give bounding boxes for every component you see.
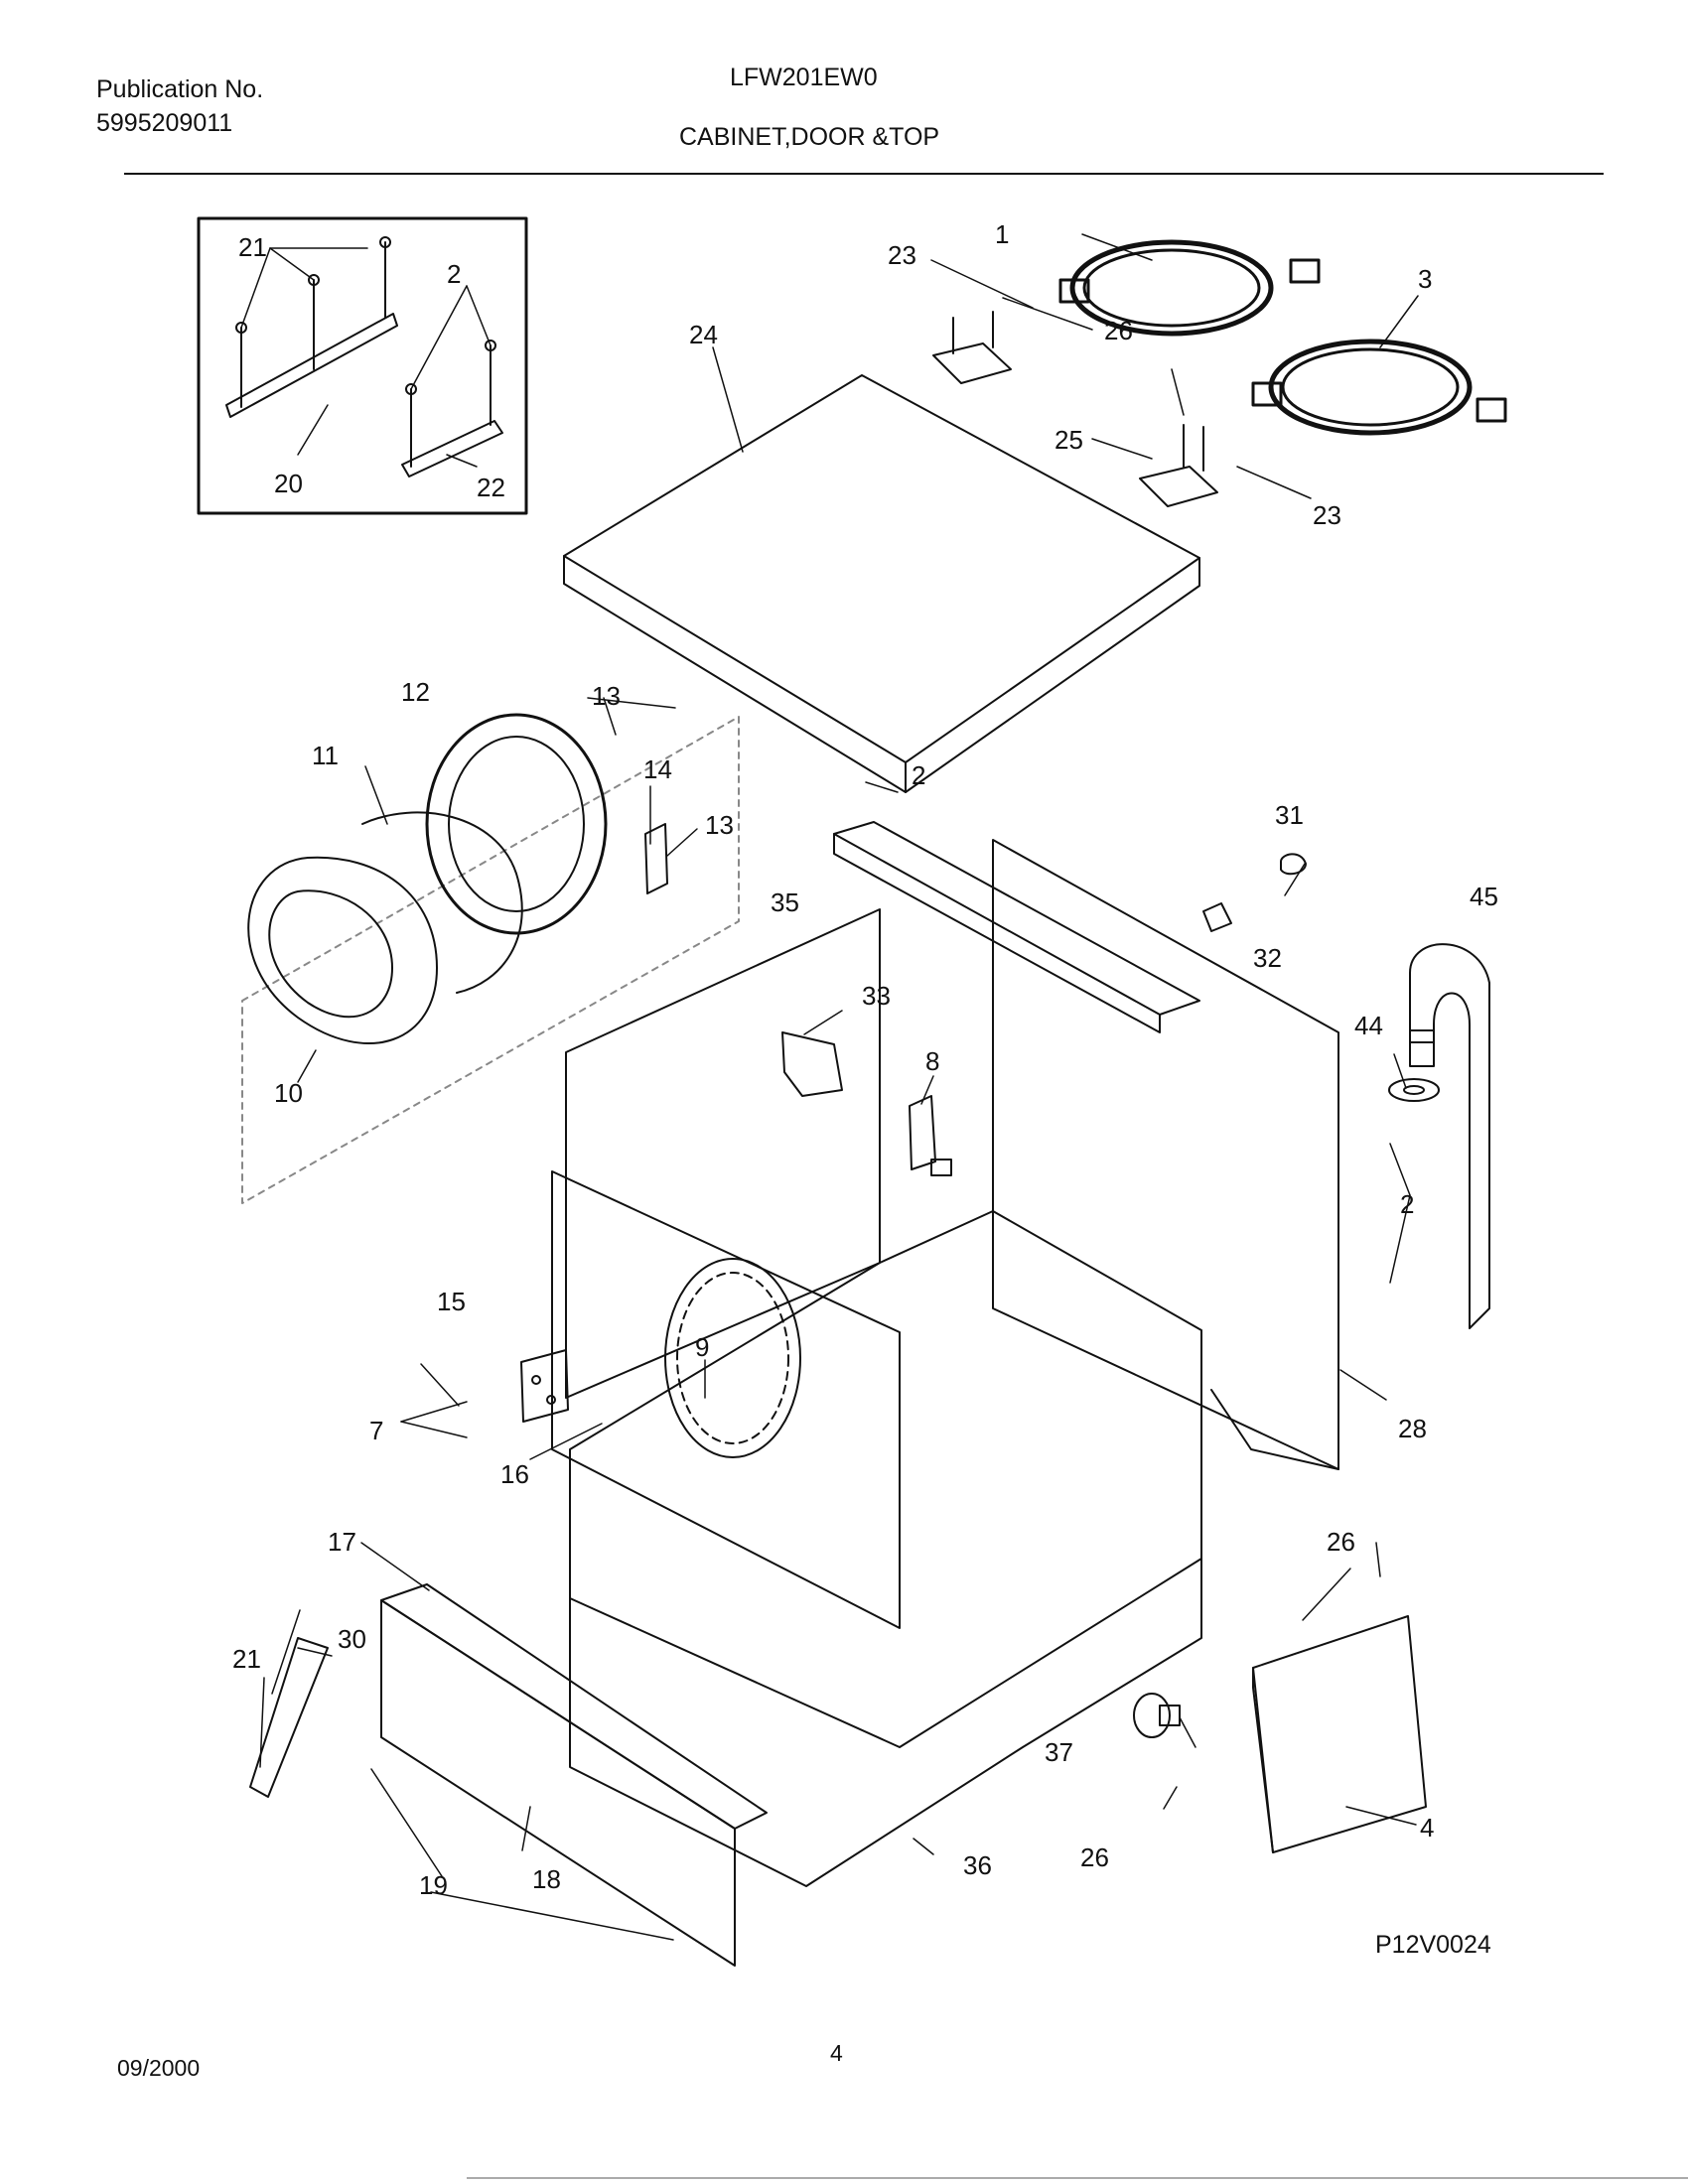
callout-23-right: 23 — [1313, 500, 1341, 530]
front-top-bracket — [833, 821, 1200, 1033]
callout-26-right: 26 — [1327, 1527, 1355, 1557]
rear-cover — [1252, 1615, 1427, 1853]
door-assembly — [241, 713, 740, 1204]
callout-11: 11 — [312, 741, 339, 770]
callout-7: 7 — [369, 1416, 383, 1445]
component-31 — [1280, 853, 1307, 876]
callout-15: 15 — [437, 1287, 466, 1316]
section-title: CABINET,DOOR &TOP — [679, 123, 940, 151]
lower-front-panel — [380, 1583, 768, 1967]
callout-12: 12 — [401, 677, 430, 707]
drain-hose — [1388, 943, 1490, 1329]
callout-32: 32 — [1253, 943, 1282, 973]
model-number: LFW201EW0 — [730, 64, 878, 91]
pressure-switch — [781, 1031, 843, 1097]
callout-21-inset: 21 — [238, 232, 267, 262]
publication-label: Publication No. — [96, 75, 264, 103]
footer-date: 09/2000 — [117, 2055, 201, 2081]
callout-37: 37 — [1045, 1737, 1073, 1767]
top-bracket-rear — [932, 311, 1012, 384]
inset-box — [197, 216, 528, 515]
callout-2-top: 2 — [912, 760, 925, 790]
top-bracket-front — [1139, 424, 1218, 507]
callout-25: 25 — [1055, 425, 1083, 455]
side-trim — [249, 1637, 329, 1798]
top-panel — [563, 374, 1200, 793]
callout-18: 18 — [532, 1864, 561, 1894]
callout-35: 35 — [771, 887, 799, 917]
callout-31: 31 — [1275, 800, 1304, 830]
callout-2-inset: 2 — [447, 259, 461, 289]
leader-lines — [240, 233, 1419, 1941]
callout-36: 36 — [963, 1850, 992, 1880]
header-rule — [124, 173, 1604, 175]
callout-10: 10 — [274, 1078, 303, 1108]
callout-24: 24 — [689, 320, 718, 349]
callout-16: 16 — [500, 1459, 529, 1489]
hinge — [520, 1349, 569, 1423]
door-lock — [909, 1095, 952, 1176]
callout-14: 14 — [643, 754, 672, 784]
callout-8: 8 — [925, 1046, 939, 1076]
callout-20: 20 — [274, 469, 303, 498]
callout-21-bottom: 21 — [232, 1644, 261, 1674]
callout-2-side: 2 — [1400, 1189, 1414, 1219]
callout-22: 22 — [477, 473, 505, 502]
callout-9: 9 — [695, 1332, 709, 1362]
component-32 — [1202, 902, 1232, 932]
inlet-hose-1 — [1058, 239, 1321, 337]
callout-17: 17 — [328, 1527, 356, 1557]
callout-labels: 1 2 2 2 3 4 7 8 9 10 11 12 13 13 14 15 1… — [232, 219, 1498, 1900]
cabinet-body — [551, 839, 1339, 1887]
callout-33: 33 — [862, 981, 891, 1011]
callout-23-top: 23 — [888, 240, 916, 270]
callout-30: 30 — [338, 1624, 366, 1654]
inlet-hose-3 — [1251, 339, 1507, 436]
callout-13-side: 13 — [705, 810, 734, 840]
figure-code: P12V0024 — [1375, 1931, 1491, 1959]
callout-26-bottom: 26 — [1080, 1843, 1109, 1872]
callout-28: 28 — [1398, 1414, 1427, 1443]
page-number: 4 — [830, 2040, 843, 2066]
callout-1: 1 — [995, 219, 1009, 249]
callout-4: 4 — [1420, 1813, 1434, 1843]
callout-13-top: 13 — [592, 681, 621, 711]
pump-motor — [1133, 1693, 1181, 1738]
scan-edge-line — [467, 2177, 1688, 2179]
callout-3: 3 — [1418, 264, 1432, 294]
callout-19: 19 — [419, 1870, 448, 1900]
publication-number: 5995209011 — [96, 109, 233, 137]
callout-26-top: 26 — [1104, 316, 1133, 345]
callout-44: 44 — [1354, 1011, 1383, 1040]
callout-45: 45 — [1470, 882, 1498, 911]
